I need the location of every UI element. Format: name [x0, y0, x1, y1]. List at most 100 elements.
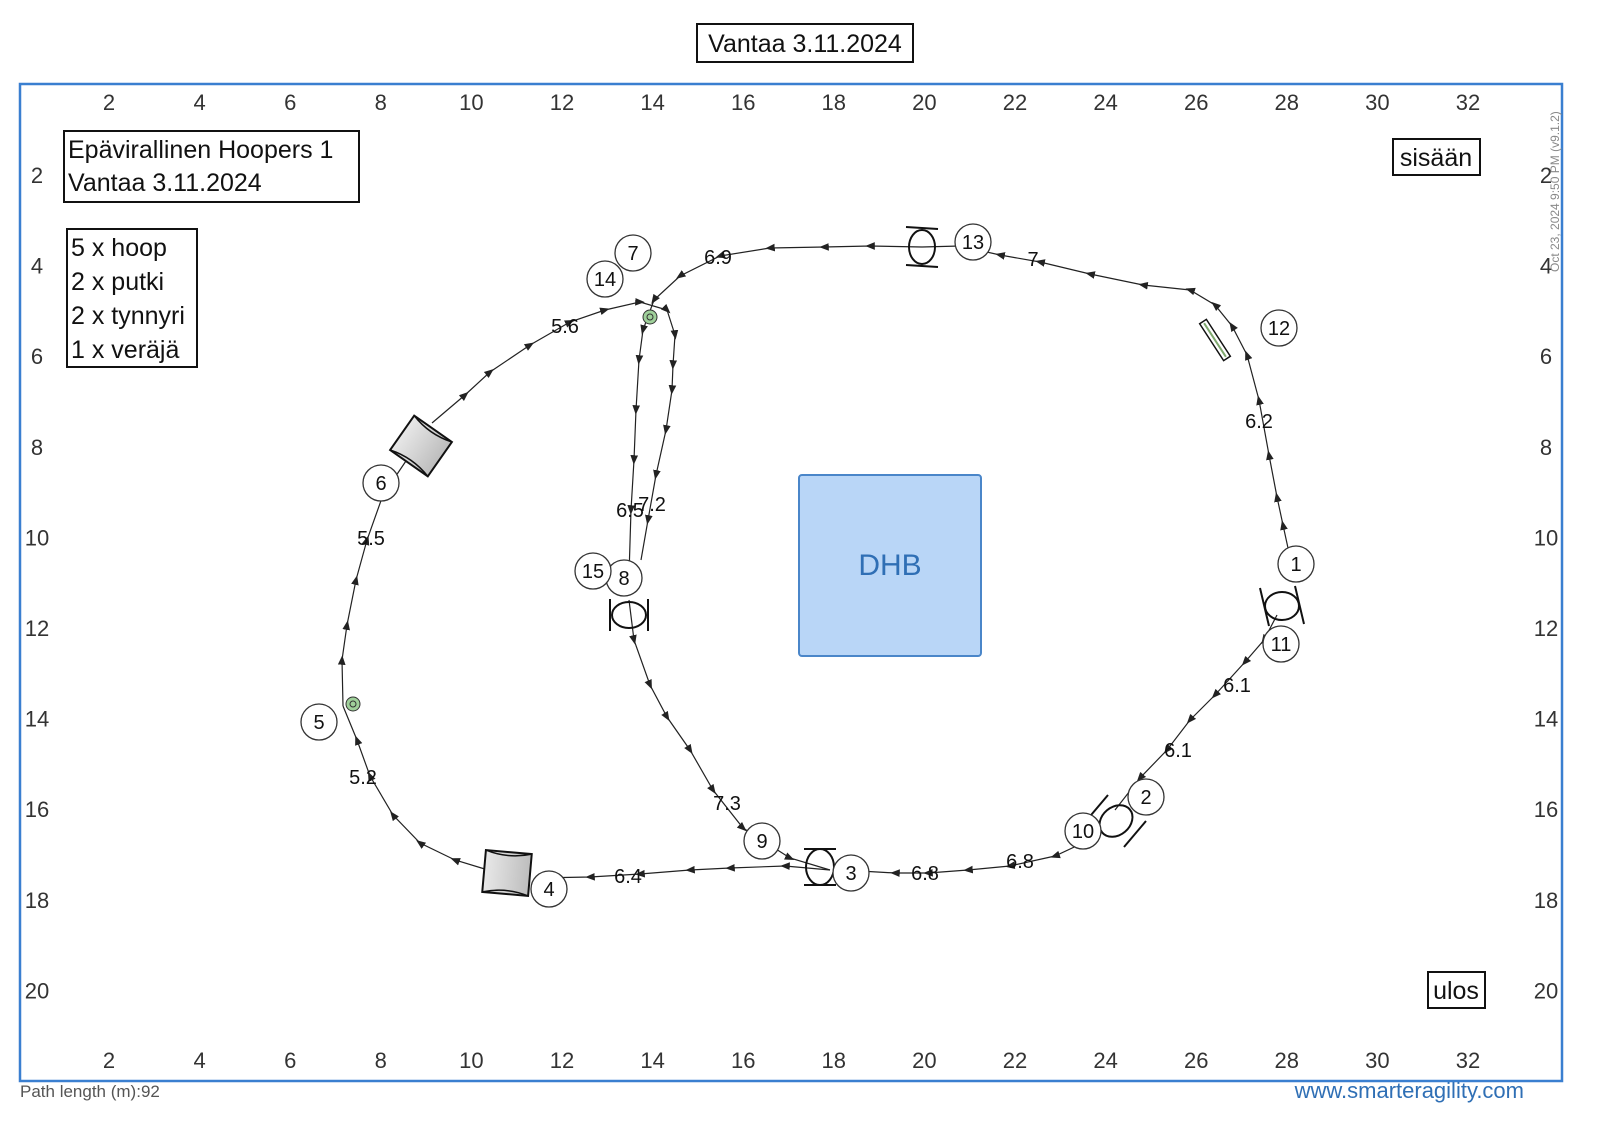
x-tick-bottom: 2: [103, 1048, 115, 1073]
y-tick-left: 4: [31, 254, 43, 279]
obstacle-number-4: 4: [530, 870, 568, 908]
exit-box: [1427, 971, 1486, 1009]
turn-marker-icon: [345, 696, 361, 712]
x-tick-bottom: 20: [912, 1048, 936, 1073]
x-tick-top: 28: [1275, 90, 1299, 115]
exit-label: ulos: [1433, 977, 1479, 1005]
x-tick-top: 32: [1456, 90, 1480, 115]
y-tick-right: 18: [1534, 888, 1558, 913]
obstacle-number-8: 8: [605, 559, 643, 597]
segment-length: 6.5: [616, 500, 644, 522]
obstacle-number-12: 12: [1260, 309, 1298, 347]
x-tick-bottom: 26: [1184, 1048, 1208, 1073]
x-tick-bottom: 10: [459, 1048, 483, 1073]
axis-ticks: 2244668810101212141416161818202022222424…: [25, 90, 1558, 1073]
obstacle-number-9: 9: [743, 822, 781, 860]
segment-length: 5.2: [349, 767, 377, 789]
obstacle-number-7: 7: [614, 234, 652, 272]
x-tick-top: 30: [1365, 90, 1389, 115]
y-tick-left: 12: [25, 616, 49, 641]
x-tick-bottom: 6: [284, 1048, 296, 1073]
x-tick-bottom: 8: [375, 1048, 387, 1073]
hoop-1: [1259, 585, 1305, 627]
y-tick-left: 16: [25, 797, 49, 822]
svg-text:10: 10: [1072, 821, 1094, 843]
segment-length: 6.2: [1245, 411, 1273, 433]
hoop-8: [609, 599, 649, 631]
y-tick-right: 4: [1540, 254, 1552, 279]
path-1-13: [921, 242, 1289, 549]
y-tick-right: 20: [1534, 978, 1558, 1003]
segment-length: 7.2: [638, 494, 666, 516]
svg-text:6: 6: [375, 473, 386, 495]
y-tick-left: 8: [31, 435, 43, 460]
svg-text:12: 12: [1268, 318, 1290, 340]
start-marker-icon: [642, 309, 658, 325]
obstacle-number-2: 2: [1127, 778, 1165, 816]
x-tick-top: 16: [731, 90, 755, 115]
y-tick-right: 6: [1540, 344, 1552, 369]
svg-text:13: 13: [962, 232, 984, 254]
x-tick-top: 10: [459, 90, 483, 115]
equipment-box: [66, 228, 198, 368]
segment-length: 5.6: [551, 316, 579, 338]
y-tick-left: 14: [25, 707, 49, 732]
x-tick-bottom: 12: [550, 1048, 574, 1073]
x-tick-top: 22: [1003, 90, 1027, 115]
segment-length: 7.3: [713, 793, 741, 815]
obstacle-number-13: 13: [954, 223, 992, 261]
segment-length: 6.1: [1164, 740, 1192, 762]
segment-length: 6.4: [614, 866, 642, 888]
obstacle-number-10: 10: [1064, 812, 1102, 850]
svg-text:7: 7: [627, 243, 638, 265]
segment-length: 5.5: [357, 528, 385, 550]
x-tick-top: 14: [640, 90, 664, 115]
segment-length: 6.1: [1223, 675, 1251, 697]
dhb-label: DHB: [858, 549, 921, 582]
segment-length: 7: [1027, 249, 1038, 271]
obstacle-number-1: 1: [1277, 545, 1315, 583]
hoop-13: [905, 226, 939, 268]
x-tick-bottom: 4: [193, 1048, 205, 1073]
x-tick-top: 6: [284, 90, 296, 115]
y-tick-right: 8: [1540, 435, 1552, 460]
svg-text:1: 1: [1290, 554, 1301, 576]
obstacle-number-11: 11: [1262, 625, 1300, 663]
y-tick-left: 2: [31, 163, 43, 188]
equipment-line-1: 5 x hoop: [71, 234, 167, 262]
website-link[interactable]: www.smarteragility.com: [1294, 1078, 1524, 1103]
x-tick-bottom: 30: [1365, 1048, 1389, 1073]
y-tick-left: 6: [31, 344, 43, 369]
y-tick-right: 10: [1534, 525, 1558, 550]
segment-length: 6.8: [1006, 851, 1034, 873]
barrel-4: [481, 848, 533, 898]
svg-text:2: 2: [1140, 787, 1151, 809]
y-tick-right: 2: [1540, 163, 1552, 188]
x-tick-bottom: 16: [731, 1048, 755, 1073]
svg-text:15: 15: [582, 561, 604, 583]
path-10-3: [859, 841, 1086, 877]
x-tick-bottom: 14: [640, 1048, 664, 1073]
info-line-1: Epävirallinen Hoopers 1: [68, 136, 333, 164]
x-tick-bottom: 18: [822, 1048, 846, 1073]
x-tick-bottom: 22: [1003, 1048, 1027, 1073]
y-tick-right: 16: [1534, 797, 1558, 822]
svg-text:3: 3: [845, 863, 856, 885]
equipment-line-3: 2 x tynnyri: [71, 302, 185, 330]
dog-path: [337, 242, 1289, 881]
y-tick-left: 10: [25, 525, 49, 550]
path-4-5: [342, 705, 489, 871]
path-11-2: [1114, 614, 1278, 811]
page-title: Vantaa 3.11.2024: [708, 30, 902, 58]
entry-label: sisään: [1400, 144, 1472, 172]
x-tick-bottom: 24: [1093, 1048, 1117, 1073]
field-border: [18, 82, 1564, 1083]
y-tick-right: 12: [1534, 616, 1558, 641]
svg-text:14: 14: [594, 269, 616, 291]
obstacle-number-3: 3: [832, 854, 870, 892]
segment-length: 6.9: [704, 247, 732, 269]
svg-text:5: 5: [313, 712, 324, 734]
x-tick-bottom: 28: [1275, 1048, 1299, 1073]
